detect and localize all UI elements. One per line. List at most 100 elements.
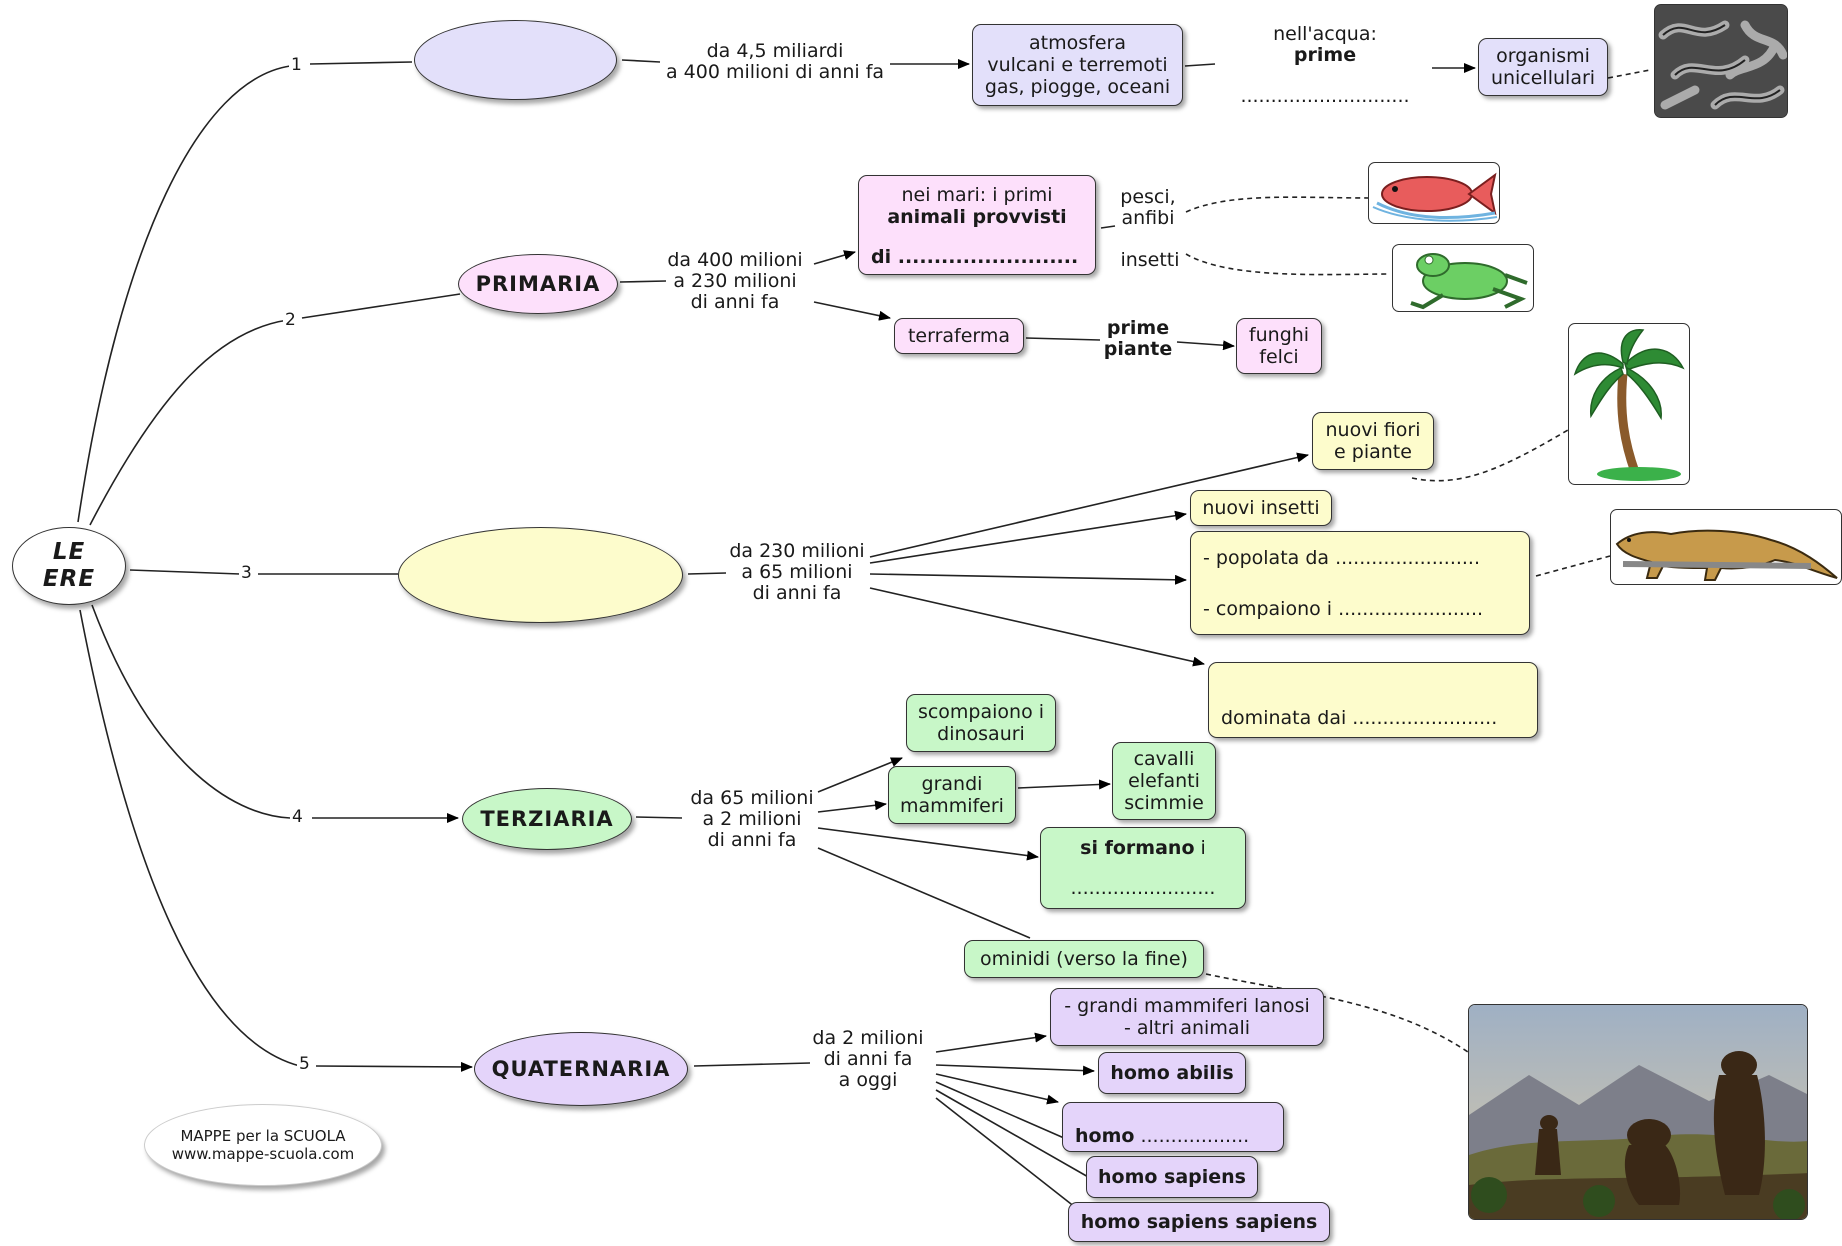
pesci-line1: pesci, — [1120, 186, 1176, 208]
dinosaur-icon — [1615, 529, 1838, 581]
fish-image — [1368, 162, 1500, 224]
branch3-time-line3: di anni fa — [752, 582, 842, 604]
box-ominidi[interactable]: ominidi (verso la fine) — [964, 940, 1204, 978]
box-nuovi-insetti[interactable]: nuovi insetti — [1190, 490, 1332, 526]
mammiferi-line1: grandi — [921, 773, 983, 795]
fiori-line1: nuovi fiori — [1325, 419, 1421, 441]
era-primaria-label: PRIMARIA — [475, 272, 601, 296]
si-formano-line: si formano i — [1080, 837, 1206, 859]
label-prime-piante: prime piante — [1100, 318, 1176, 360]
era-3-blank[interactable] — [398, 527, 683, 623]
root-node[interactable]: LE ERE — [12, 527, 126, 605]
box-grandi-mammiferi[interactable]: grandi mammiferi — [888, 766, 1016, 824]
branch-number-2: 2 — [283, 310, 298, 330]
scimmie-label: scimmie — [1124, 792, 1204, 814]
ominidi-label: ominidi (verso la fine) — [980, 948, 1188, 970]
organismi-line1: organismi — [1496, 45, 1590, 67]
branch2-time-line1: da 400 milioni — [667, 249, 803, 271]
homo-dots: .................. — [1134, 1125, 1250, 1147]
era-quaternaria[interactable]: QUATERNARIA — [474, 1032, 688, 1106]
credit-line1: MAPPE per la SCUOLA — [180, 1127, 346, 1145]
root-line2: ERE — [42, 566, 96, 592]
elefanti-label: elefanti — [1128, 770, 1200, 792]
box-si-formano[interactable]: si formano i ........................ — [1040, 827, 1246, 909]
branch4-time: da 65 milioni a 2 milioni di anni fa — [682, 788, 822, 851]
prehistoric-painting — [1468, 1004, 1808, 1220]
nellacqua-dots: ............................ — [1240, 85, 1410, 107]
prime-piante-line1: prime — [1106, 317, 1170, 339]
nellacqua-line2: prime — [1293, 44, 1357, 66]
sea-box-line3: di ......................... — [859, 246, 1078, 268]
box-animali-provvisti[interactable]: nei mari: i primi animali provvisti di .… — [858, 175, 1096, 275]
branch2-time-line3: di anni fa — [690, 291, 780, 313]
fish-icon — [1372, 172, 1498, 222]
box-terraferma[interactable]: terraferma — [894, 318, 1024, 354]
popolata-da-label: - popolata da ........................ — [1203, 546, 1481, 569]
label-insetti: insetti — [1120, 249, 1180, 271]
dinosaur-image — [1610, 509, 1842, 585]
palm-tree-icon — [1573, 329, 1685, 481]
box-homo-sapiens[interactable]: homo sapiens — [1086, 1156, 1258, 1198]
box-nuovi-fiori[interactable]: nuovi fiori e piante — [1312, 412, 1434, 470]
homo-abilis-label: homo abilis — [1110, 1062, 1234, 1084]
box-organismi[interactable]: organismi unicellulari — [1478, 38, 1608, 96]
era-terziaria[interactable]: TERZIARIA — [462, 788, 632, 850]
si-formano-bold: si formano — [1080, 837, 1195, 859]
branch1-time-line1: da 4,5 miliardi — [706, 40, 844, 62]
dinosauri-line1: scompaiono i — [917, 701, 1045, 723]
prime-piante-line2: piante — [1103, 338, 1173, 360]
era-primaria[interactable]: PRIMARIA — [458, 254, 618, 314]
homo-bold: homo — [1075, 1125, 1135, 1147]
frog-icon — [1410, 253, 1528, 310]
branch-number-1: 1 — [289, 55, 304, 75]
atmosfera-line3: gas, piogge, oceani — [984, 76, 1171, 98]
box-funghi-felci[interactable]: funghi felci — [1236, 318, 1322, 374]
frog-image — [1392, 244, 1534, 312]
branch4-time-line2: a 2 milioni — [702, 808, 802, 830]
pesci-line2: anfibi — [1121, 207, 1175, 229]
box-homo-abilis[interactable]: homo abilis — [1098, 1052, 1246, 1094]
organismi-line2: unicellulari — [1490, 67, 1596, 89]
box-dinosauri[interactable]: scompaiono i dinosauri — [906, 694, 1056, 752]
branch4-time-line3: di anni fa — [707, 829, 797, 851]
era-1-blank[interactable] — [414, 20, 617, 100]
branch3-time-line1: da 230 milioni — [729, 540, 865, 562]
label-nellacqua: nell'acqua: prime — [1250, 24, 1400, 66]
branch-number-5: 5 — [297, 1054, 312, 1074]
sea-box-dots: ......................... — [891, 246, 1079, 268]
nuovi-insetti-label: nuovi insetti — [1202, 497, 1320, 519]
dinosauri-line2: dinosauri — [937, 723, 1025, 745]
si-formano-rest: i — [1194, 837, 1206, 859]
label-pesci-anfibi: pesci, anfibi — [1112, 187, 1184, 229]
lanosi-line1: - grandi mammiferi lanosi — [1064, 995, 1310, 1017]
prehistoric-scene-icon — [1469, 1005, 1807, 1219]
box-atmosfera[interactable]: atmosfera vulcani e terremoti gas, piogg… — [972, 24, 1183, 106]
branch-number-4: 4 — [290, 807, 305, 827]
homo-line: homo .................. — [1075, 1125, 1249, 1147]
box-mammiferi-lanosi[interactable]: - grandi mammiferi lanosi - altri animal… — [1050, 988, 1324, 1046]
era-quaternaria-label: QUATERNARIA — [491, 1057, 671, 1081]
sea-box-line2: animali provvisti — [887, 206, 1067, 228]
box-homo-sapiens-sapiens[interactable]: homo sapiens sapiens — [1068, 1202, 1330, 1242]
dominata-label: dominata dai ........................ — [1221, 707, 1498, 729]
branch1-time-line2: a 400 milioni di anni fa — [665, 61, 885, 83]
box-cavalli[interactable]: cavalli elefanti scimmie — [1112, 742, 1216, 820]
sea-box-line1: nei mari: i primi — [901, 184, 1053, 206]
felci-label: felci — [1259, 346, 1299, 368]
atmosfera-line2: vulcani e terremoti — [987, 54, 1168, 76]
box-dominata[interactable]: dominata dai ........................ — [1208, 662, 1538, 738]
si-formano-dots: ........................ — [1070, 877, 1216, 899]
funghi-label: funghi — [1248, 324, 1310, 346]
compaiono-label: - compaiono i ........................ — [1203, 597, 1484, 620]
branch2-time-line2: a 230 milioni — [673, 270, 797, 292]
box-popolata[interactable]: - popolata da ........................ -… — [1190, 531, 1530, 635]
root-line1: LE — [52, 539, 86, 565]
lanosi-line2: - altri animali — [1123, 1017, 1251, 1039]
branch3-time-line2: a 65 milioni — [741, 561, 853, 583]
credit-badge[interactable]: MAPPE per la SCUOLA www.mappe-scuola.com — [144, 1104, 382, 1186]
sea-box-di: di — [871, 246, 892, 268]
box-homo[interactable]: homo .................. — [1062, 1102, 1284, 1152]
branch5-time: da 2 milioni di anni fa a oggi — [800, 1028, 936, 1091]
branch4-time-line1: da 65 milioni — [690, 787, 814, 809]
